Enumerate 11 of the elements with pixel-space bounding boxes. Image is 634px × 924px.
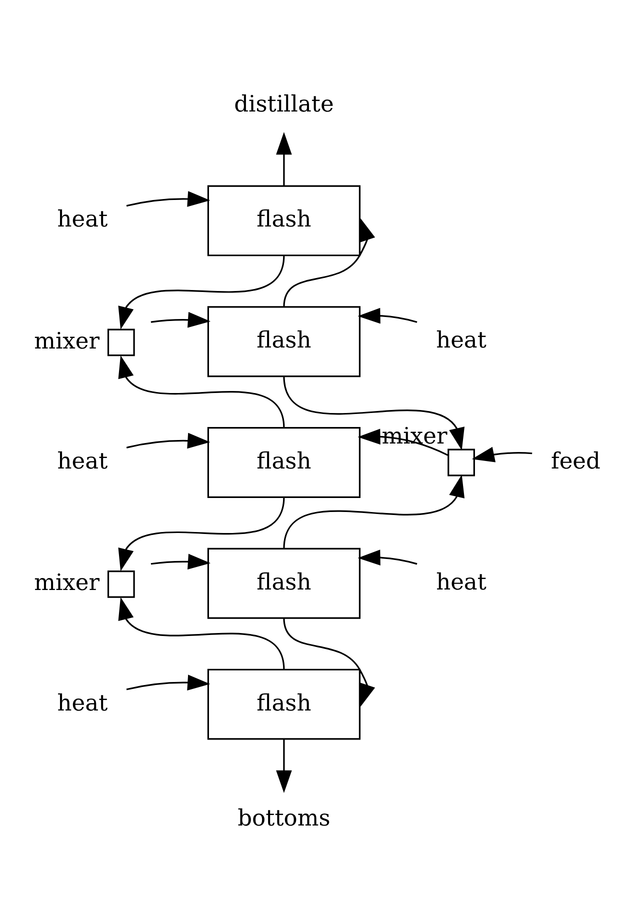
node-text: heat: [57, 690, 108, 716]
node-text: feed: [550, 448, 600, 474]
node-label: mixer: [34, 328, 100, 354]
node-text: bottoms: [238, 805, 330, 831]
node-label: mixer: [34, 570, 100, 596]
node-text: heat: [57, 448, 108, 474]
node-text: heat: [436, 327, 486, 354]
node-text: distillate: [234, 90, 334, 117]
node-label: mixer: [382, 422, 448, 449]
node-text: heat: [436, 568, 486, 595]
node-text: heat: [57, 206, 108, 232]
